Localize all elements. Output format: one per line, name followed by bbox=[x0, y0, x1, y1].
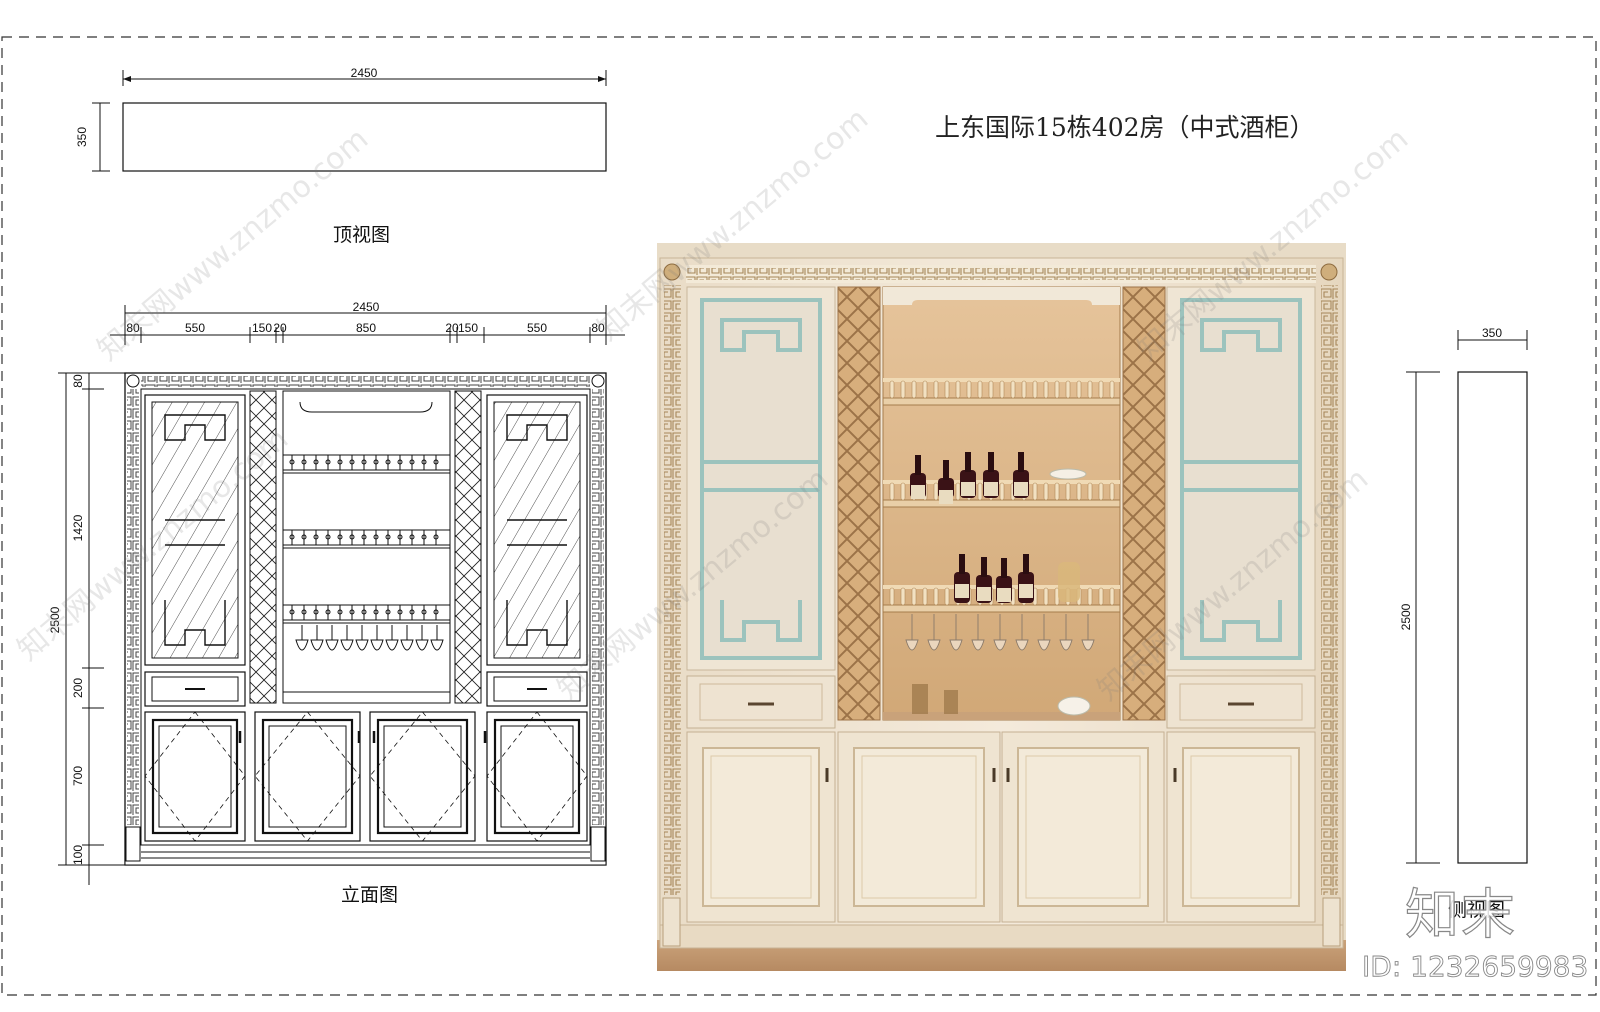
front-view-label: 立面图 bbox=[341, 884, 399, 906]
row-dim: 1420 bbox=[71, 514, 85, 541]
front-height-dim: 2500 bbox=[48, 606, 62, 633]
image-id: ID: 1232659983 bbox=[1362, 950, 1589, 984]
top-view-rect bbox=[122, 102, 607, 172]
top-width-dim: 2450 bbox=[351, 66, 378, 80]
side-view-rect bbox=[1457, 371, 1528, 864]
top-depth-dim: 350 bbox=[75, 127, 89, 147]
segment-dim: 20 bbox=[445, 321, 459, 335]
row-dim: 700 bbox=[71, 766, 85, 786]
segment-dim: 150 bbox=[252, 321, 272, 335]
watermark-logo: 知末 bbox=[1404, 882, 1517, 946]
segment-dim: 550 bbox=[527, 321, 547, 335]
segment-dim: 150 bbox=[458, 321, 478, 335]
page-title: 上东国际15栋402房（中式酒柜） bbox=[935, 113, 1315, 142]
side-depth-dim: 350 bbox=[1482, 326, 1502, 340]
top-view-label: 顶视图 bbox=[333, 224, 391, 246]
side-view-label: 侧视图 bbox=[1448, 899, 1506, 921]
segment-dim: 850 bbox=[356, 321, 376, 335]
row-dim: 100 bbox=[71, 845, 85, 865]
cabinet-rendering bbox=[657, 243, 1346, 971]
segment-dim: 20 bbox=[273, 321, 287, 335]
segment-dim: 80 bbox=[591, 321, 605, 335]
side-view: 350 2500 bbox=[1399, 326, 1528, 864]
row-dim: 200 bbox=[71, 678, 85, 698]
segment-dim: 550 bbox=[185, 321, 205, 335]
front-width-dim: 2450 bbox=[353, 300, 380, 314]
row-dim: 80 bbox=[71, 374, 85, 388]
sheet-border bbox=[1, 36, 1597, 996]
top-view: 2450 350 bbox=[75, 66, 607, 172]
side-height-dim: 2500 bbox=[1399, 603, 1413, 630]
segment-dim: 80 bbox=[126, 321, 140, 335]
